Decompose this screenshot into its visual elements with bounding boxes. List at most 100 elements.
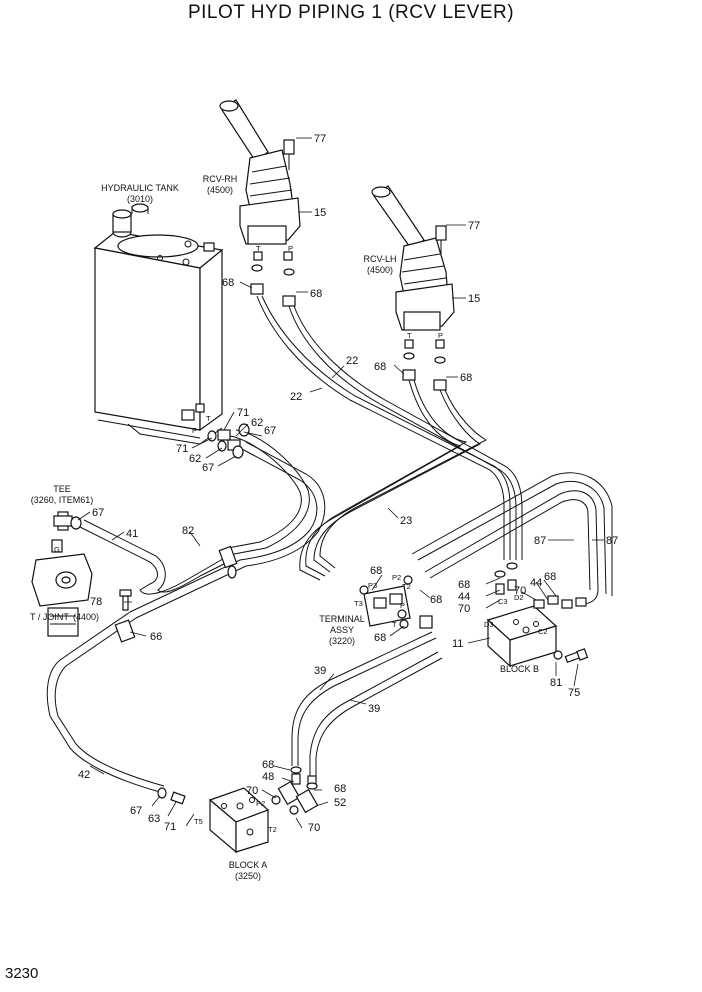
callout-67-upper: 67 bbox=[264, 425, 276, 437]
callout-39-upper: 39 bbox=[314, 665, 326, 677]
tube-41 bbox=[77, 519, 233, 595]
callout-67-tee: 67 bbox=[92, 507, 104, 519]
tee-fitting bbox=[53, 511, 82, 531]
leader-lines bbox=[77, 137, 604, 829]
block-a-ref: (3250) bbox=[235, 871, 261, 881]
callout-68-terminal-right: 68 bbox=[430, 594, 442, 606]
callout-68-terminal-bottom: 68 bbox=[374, 632, 386, 644]
hydraulic-tank-ref: (3010) bbox=[127, 194, 153, 204]
block-a bbox=[157, 766, 319, 854]
callout-63: 63 bbox=[148, 813, 160, 825]
callout-23: 23 bbox=[400, 515, 412, 527]
rcv-rh-ref: (4500) bbox=[207, 185, 233, 195]
callout-68-lh-t: 68 bbox=[374, 361, 386, 373]
callout-22-upper: 22 bbox=[346, 355, 358, 367]
callout-67-lower: 67 bbox=[202, 462, 214, 474]
rcv-lh-fittings bbox=[402, 352, 447, 391]
callout-77-lh: 77 bbox=[468, 220, 480, 232]
terminal-assy-label-1: TERMINAL bbox=[319, 614, 365, 624]
block-a-label: BLOCK A bbox=[229, 860, 268, 870]
block-a-port-t5-label: T5 bbox=[194, 817, 203, 826]
rcv-lh-port-t-label: T bbox=[407, 331, 412, 340]
callout-70-block-a-right: 70 bbox=[308, 822, 320, 834]
callout-52: 52 bbox=[334, 797, 346, 809]
page-number: 3230 bbox=[5, 965, 39, 982]
terminal-port-t-label: T bbox=[392, 620, 397, 629]
tee-ref: (3260, ITEM61) bbox=[31, 495, 94, 505]
rcv-rh-fittings bbox=[250, 264, 296, 307]
block-b-port-d3-label: D3 bbox=[484, 620, 494, 629]
block-a-port-p2-label: P2 bbox=[256, 799, 265, 808]
terminal-port-p2-label: P2 bbox=[392, 573, 401, 582]
callout-44-block-b-right: 44 bbox=[530, 577, 542, 589]
callout-71-upper: 71 bbox=[237, 407, 249, 419]
callout-numbers: 77 15 68 68 77 15 68 68 22 22 71 62 67 7… bbox=[78, 133, 618, 834]
callout-68-block-a-right: 68 bbox=[334, 783, 346, 795]
tank-fittings bbox=[207, 423, 250, 459]
clamp-82 bbox=[218, 545, 238, 579]
callout-68-block-b: 68 bbox=[458, 579, 470, 591]
callout-68-lh-p: 68 bbox=[460, 372, 472, 384]
callout-44-block-b-left: 44 bbox=[458, 591, 470, 603]
callout-68-terminal-top: 68 bbox=[370, 565, 382, 577]
block-b-port-c3-label: C3 bbox=[498, 597, 508, 606]
hose-87 bbox=[411, 472, 613, 605]
callout-87-right: 87 bbox=[606, 535, 618, 547]
rcv-lh-port-p-label: P bbox=[438, 331, 443, 340]
hose-22 bbox=[256, 295, 523, 560]
block-b-label: BLOCK B bbox=[500, 664, 539, 674]
callout-41: 41 bbox=[126, 528, 138, 540]
t-joint bbox=[31, 539, 93, 637]
callout-82: 82 bbox=[182, 525, 194, 537]
rcv-lh-lever bbox=[371, 185, 455, 349]
rcv-lh-label: RCV-LH bbox=[363, 254, 396, 264]
tee-label: TEE bbox=[53, 484, 71, 494]
callout-67-block-a: 67 bbox=[130, 805, 142, 817]
tank-port-t-label: T bbox=[206, 414, 211, 423]
callout-71-block-a: 71 bbox=[164, 821, 176, 833]
block-a-port-t2-label: T2 bbox=[268, 825, 277, 834]
hydraulic-tank bbox=[93, 203, 224, 445]
block-b bbox=[486, 562, 587, 668]
rcv-rh-lever bbox=[219, 99, 301, 261]
t-joint-port-g-label: G bbox=[54, 545, 60, 554]
hydraulic-tank-label: HYDRAULIC TANK bbox=[101, 183, 179, 193]
page-title: PILOT HYD PIPING 1 (RCV LEVER) bbox=[187, 2, 515, 23]
callout-68-block-b-right: 68 bbox=[544, 571, 556, 583]
callout-68-rh-p: 68 bbox=[310, 288, 322, 300]
terminal-port-p-label: P bbox=[400, 601, 405, 610]
callout-68-rh-t: 68 bbox=[222, 277, 234, 289]
callout-39-lower: 39 bbox=[368, 703, 380, 715]
callout-77-rh: 77 bbox=[314, 133, 326, 145]
hose-39 bbox=[291, 631, 443, 778]
tank-port-p-label: P bbox=[192, 426, 197, 435]
t-joint-ref: (4400) bbox=[73, 612, 99, 622]
rcv-lh-ref: (4500) bbox=[367, 265, 393, 275]
callout-48: 48 bbox=[262, 771, 274, 783]
terminal-port-t2-label: T2 bbox=[402, 582, 411, 591]
callout-68-block-a-upper: 68 bbox=[262, 759, 274, 771]
rcv-rh-port-p-label: P bbox=[288, 244, 293, 253]
terminal-port-t3-label: T3 bbox=[354, 599, 363, 608]
tube-42 bbox=[46, 611, 165, 793]
callout-71-lower: 71 bbox=[176, 443, 188, 455]
callout-70-block-a-left: 70 bbox=[246, 785, 258, 797]
t-joint-label: T / JOINT bbox=[30, 612, 69, 622]
callout-70-block-b-left: 70 bbox=[458, 603, 470, 615]
block-b-port-c2-label: C2 bbox=[538, 627, 548, 636]
callout-15-lh: 15 bbox=[468, 293, 480, 305]
callout-66: 66 bbox=[150, 631, 162, 643]
terminal-assembly bbox=[359, 575, 433, 629]
callout-62-upper: 62 bbox=[251, 417, 263, 429]
hose-23 bbox=[299, 379, 488, 581]
callout-81: 81 bbox=[550, 677, 562, 689]
callout-62-lower: 62 bbox=[189, 453, 201, 465]
callout-15-rh: 15 bbox=[314, 207, 326, 219]
callout-78: 78 bbox=[90, 596, 102, 608]
block-b-port-d2-label: D2 bbox=[514, 593, 524, 602]
terminal-assy-ref: (3220) bbox=[329, 636, 355, 646]
callout-87-left: 87 bbox=[534, 535, 546, 547]
terminal-assy-label-2: ASSY bbox=[330, 625, 354, 635]
callout-75: 75 bbox=[568, 687, 580, 699]
